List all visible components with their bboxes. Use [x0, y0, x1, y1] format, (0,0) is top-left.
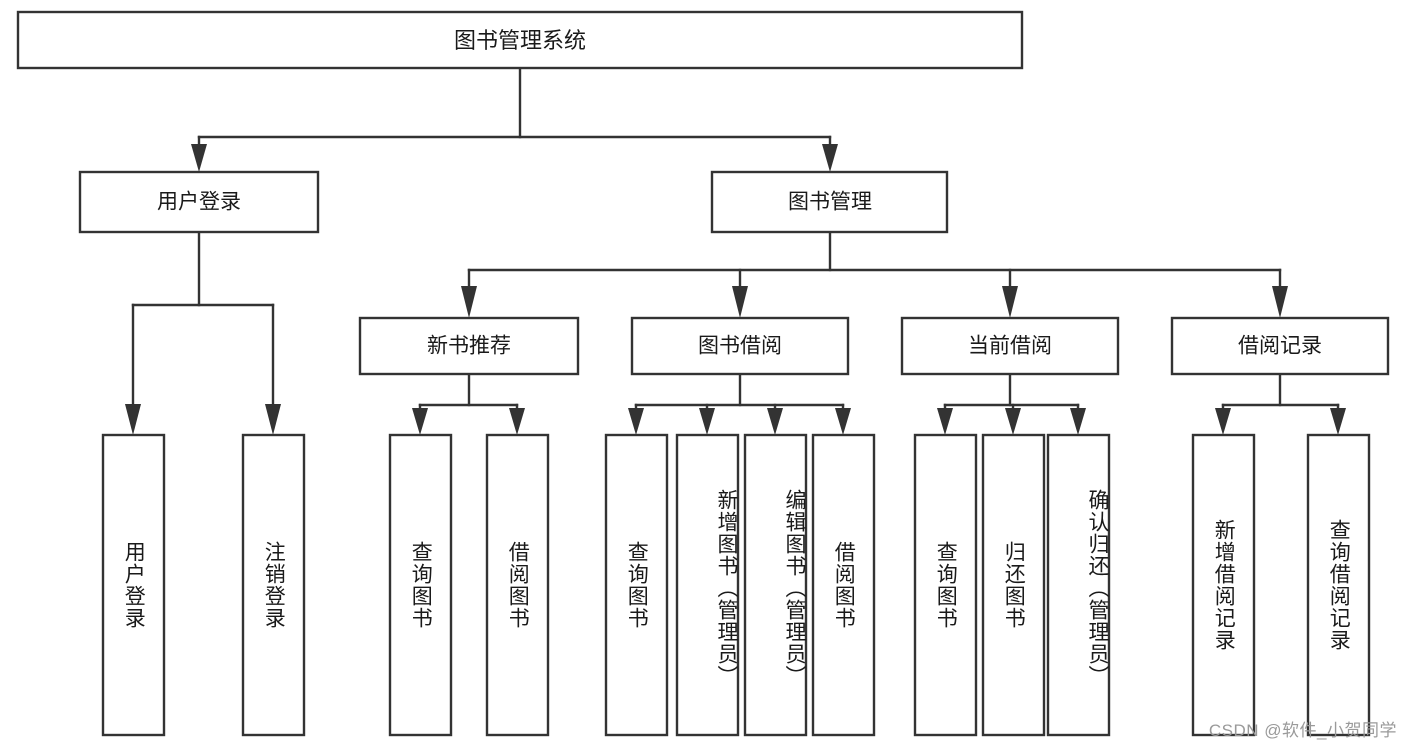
- arrow-head-bb-borrow: [835, 408, 851, 435]
- arrow-head-nb-query: [412, 408, 428, 435]
- connector-group-borrow-record: [1215, 372, 1346, 435]
- arrow-head-borrow-record: [1272, 286, 1288, 318]
- node-book-borrow-label: 图书借阅: [698, 335, 782, 358]
- arrow-head-bb-add: [699, 408, 715, 435]
- node-book-borrow-rect: [630, 316, 850, 376]
- connector-group-user-login: [125, 230, 281, 435]
- csdn-watermark: CSDN @软件_小贺同学: [1208, 721, 1397, 740]
- node-current-borrow-rect: [900, 316, 1120, 376]
- node-borrow-record-label: 借阅记录: [1238, 335, 1322, 358]
- connector-group-new-book-rec: [412, 372, 525, 435]
- leaf-box-bb-query-book-rect[interactable]: [604, 433, 669, 737]
- leaf-box-br-add-record-rect[interactable]: [1191, 433, 1256, 737]
- leaf-box-bb-add-book-rect[interactable]: [675, 433, 740, 737]
- node-book-management-rect: [710, 170, 949, 234]
- node-user-login-rect: [78, 170, 320, 234]
- leaf-box-cb-confirm-rect[interactable]: [1046, 433, 1111, 737]
- node-current-borrow[interactable]: 当前借阅: [900, 316, 1120, 376]
- arrow-head-book-borrow: [732, 286, 748, 318]
- leaf-box-nb-borrow-book-rect[interactable]: [485, 433, 550, 737]
- node-root-system-label: 图书管理系统: [454, 28, 586, 53]
- node-current-borrow-label: 当前借阅: [968, 335, 1052, 358]
- node-root-system-rect: [16, 10, 1024, 70]
- arrow-head-user-login: [191, 144, 207, 172]
- arrow-head-leaf-user-login: [125, 404, 141, 435]
- leaf-boxes-group: [101, 433, 1371, 737]
- arrow-head-cb-query: [937, 408, 953, 435]
- node-root-system[interactable]: 图书管理系统: [16, 10, 1024, 70]
- node-user-login-label: 用户登录: [157, 191, 241, 214]
- node-new-book-recommend-rect: [358, 316, 580, 376]
- arrow-head-cb-confirm: [1070, 408, 1086, 435]
- arrow-head-current-borrow: [1002, 286, 1018, 318]
- node-book-borrow[interactable]: 图书借阅: [630, 316, 850, 376]
- leaf-box-bb-borrow-book-rect[interactable]: [811, 433, 876, 737]
- arrow-head-book-mgmt: [822, 144, 838, 172]
- arrow-head-br-query: [1330, 408, 1346, 435]
- node-borrow-record-rect: [1170, 316, 1390, 376]
- arrow-head-bb-edit: [767, 408, 783, 435]
- connector-group-root: [191, 66, 838, 172]
- leaf-box-logout-rect[interactable]: [241, 433, 306, 737]
- leaf-box-cb-return-book-rect[interactable]: [981, 433, 1046, 737]
- connector-group-book-mgmt: [461, 230, 1288, 318]
- leaf-box-br-query-record-rect[interactable]: [1306, 433, 1371, 737]
- connector-group-book-borrow: [628, 372, 851, 435]
- leaf-box-bb-edit-book-rect[interactable]: [743, 433, 808, 737]
- leaf-box-nb-query-book-rect[interactable]: [388, 433, 453, 737]
- leaf-box-user-login-rect[interactable]: [101, 433, 166, 737]
- node-new-book-recommend-label: 新书推荐: [427, 335, 511, 358]
- arrow-head-new-book-rec: [461, 286, 477, 318]
- arrow-head-cb-return: [1005, 408, 1021, 435]
- arrow-head-br-add: [1215, 408, 1231, 435]
- node-new-book-recommend[interactable]: 新书推荐: [358, 316, 580, 376]
- connector-group-current-borrow: [937, 372, 1086, 435]
- node-book-management[interactable]: 图书管理: [710, 170, 949, 234]
- node-book-management-label: 图书管理: [788, 191, 872, 214]
- arrow-head-leaf-logout: [265, 404, 281, 435]
- arrow-head-bb-query: [628, 408, 644, 435]
- node-borrow-record[interactable]: 借阅记录: [1170, 316, 1390, 376]
- arrow-head-nb-borrow: [509, 408, 525, 435]
- node-user-login[interactable]: 用户登录: [78, 170, 320, 234]
- leaf-box-cb-query-book-rect[interactable]: [913, 433, 978, 737]
